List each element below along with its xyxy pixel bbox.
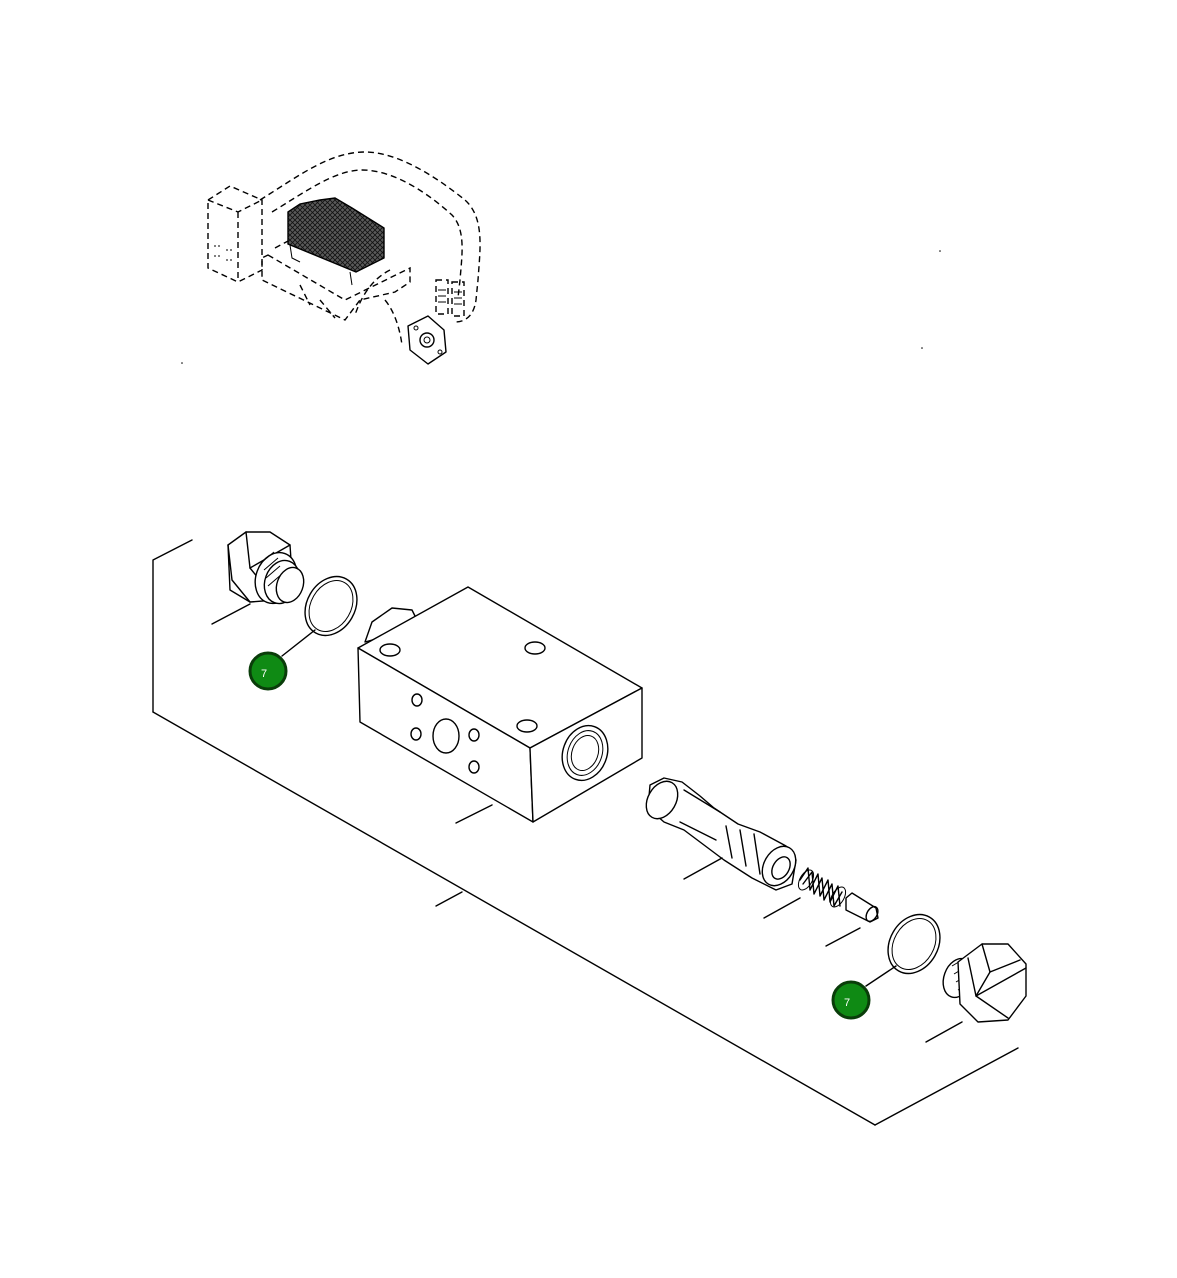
plug-left <box>227 531 305 605</box>
spring <box>797 867 847 908</box>
dashed-bracket <box>261 254 411 321</box>
leader-o-ring-right <box>865 965 897 987</box>
dashed-fittings <box>435 279 465 317</box>
leader-spring <box>763 897 801 919</box>
leader-o-ring-left <box>281 629 316 657</box>
leader-plug-left <box>211 603 251 625</box>
valve-body-block <box>357 586 643 823</box>
dashed-hose-lower <box>354 269 403 346</box>
o-ring-left <box>304 575 358 637</box>
plug-right <box>942 943 1027 1023</box>
leader-assembly <box>435 891 463 907</box>
highlighted-valve-block <box>287 197 385 273</box>
dashed-frame-box <box>207 185 263 283</box>
leader-pin <box>825 927 861 947</box>
dashed-hose-inner <box>271 169 463 299</box>
callout-o-ring-left[interactable]: 7 <box>248 651 288 691</box>
spool <box>645 777 797 891</box>
callout-label: 7 <box>261 668 267 680</box>
leader-plug-right <box>925 1021 963 1043</box>
callout-o-ring-right[interactable]: 7 <box>831 980 871 1020</box>
locator-inset <box>207 151 481 365</box>
callout-label: 7 <box>844 997 850 1009</box>
assembly-frame <box>152 539 1019 1126</box>
leader-valve-body <box>455 804 493 824</box>
dashed-hose <box>259 151 481 323</box>
flange-plate <box>407 315 447 365</box>
pin <box>845 892 879 923</box>
leader-spool <box>683 857 723 880</box>
o-ring-right <box>887 913 941 975</box>
